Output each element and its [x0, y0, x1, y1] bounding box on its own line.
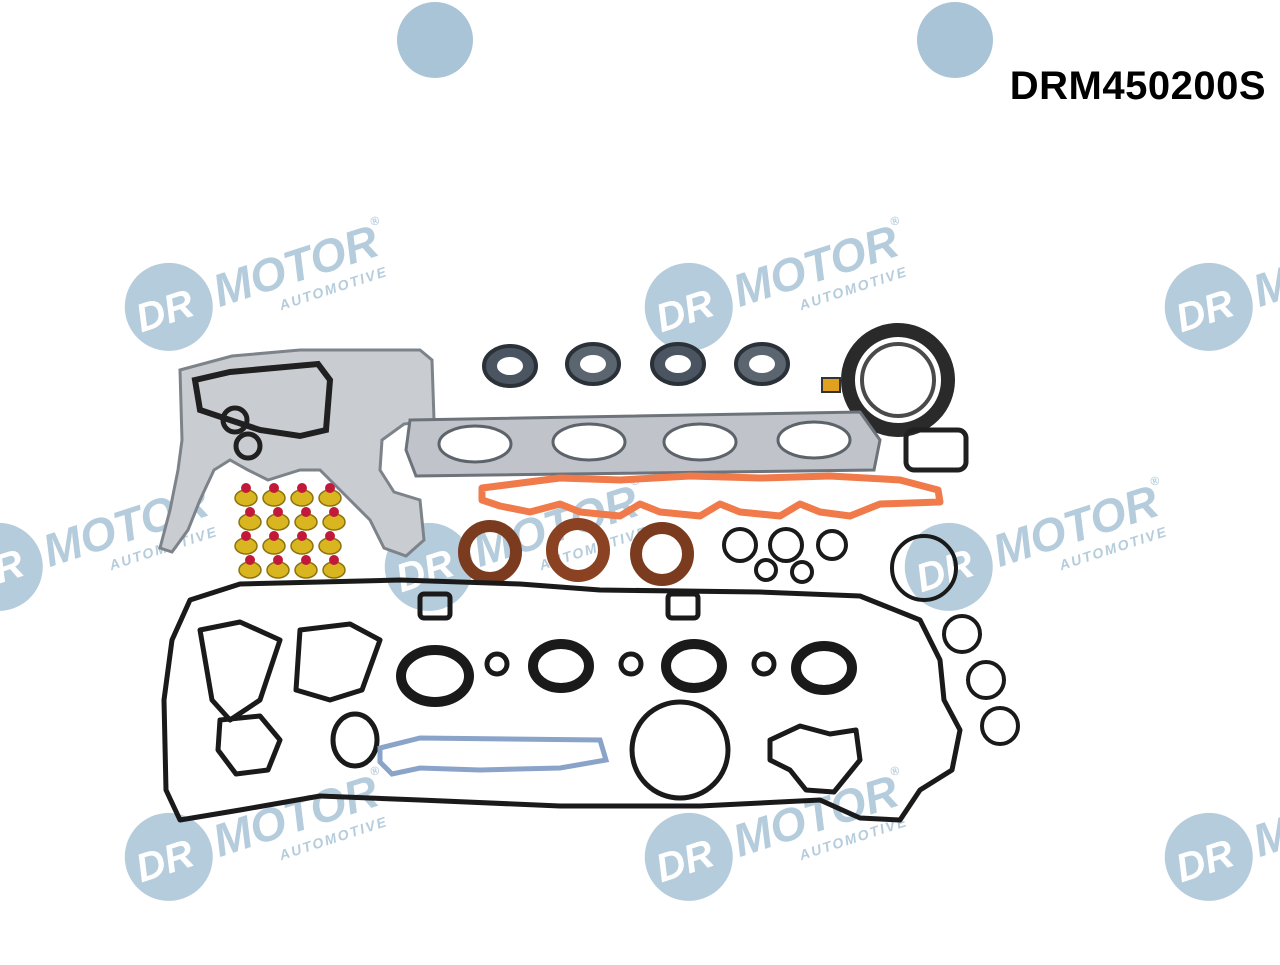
small-oring [233, 431, 263, 461]
camshaft-seals [482, 342, 790, 388]
valve-stem-seal [318, 531, 342, 555]
timing-cover-seal [191, 360, 334, 440]
small-oring [220, 405, 250, 435]
exhaust-manifold-gasket [404, 410, 882, 478]
blue-gasket [377, 735, 610, 777]
valve-stem-seal [322, 555, 346, 579]
valve-stem-seal [290, 483, 314, 507]
valve-stem-seal [294, 555, 318, 579]
oring-cluster [722, 527, 1020, 746]
valve-stem-seal [238, 555, 262, 579]
square-gasket [903, 427, 969, 473]
watermark-circle [904, 522, 993, 611]
valve-stem-seal [318, 483, 342, 507]
oil-seals [458, 518, 694, 586]
watermark-circle [124, 262, 213, 351]
valve-stem-seal [234, 531, 258, 555]
watermark-circle [644, 812, 733, 901]
watermark-circle [124, 812, 213, 901]
watermark-circle [644, 262, 733, 351]
watermark-circle-partial [917, 2, 993, 78]
watermark-circle-partial [397, 2, 473, 78]
part-number: DRM450200S [1009, 64, 1266, 108]
valve-stem-seal [266, 555, 290, 579]
watermark-registered: ® [888, 212, 903, 229]
watermark-circle [1164, 812, 1253, 901]
watermark-registered: ® [888, 762, 903, 779]
valve-stem-seal [234, 483, 258, 507]
valve-stem-seal [238, 507, 262, 531]
valve-stem-seal [266, 507, 290, 531]
rear-crank-seal [821, 323, 955, 437]
valve-stem-seal [294, 507, 318, 531]
watermark-circle [1164, 262, 1253, 351]
watermark-circle [0, 522, 43, 611]
valve-stem-seal [262, 483, 286, 507]
watermark-registered: ® [368, 212, 383, 229]
intake-manifold-gasket [478, 472, 944, 520]
timing-cover-gasket [158, 348, 436, 558]
valve-stem-seal [322, 507, 346, 531]
valve-stem-seals [234, 483, 346, 579]
valve-cover-gasket [161, 577, 963, 823]
valve-stem-seal [290, 531, 314, 555]
watermark-registered: ® [1148, 472, 1163, 489]
valve-stem-seal [262, 531, 286, 555]
gasket-parts [158, 323, 1020, 823]
watermark-registered: ® [368, 762, 383, 779]
